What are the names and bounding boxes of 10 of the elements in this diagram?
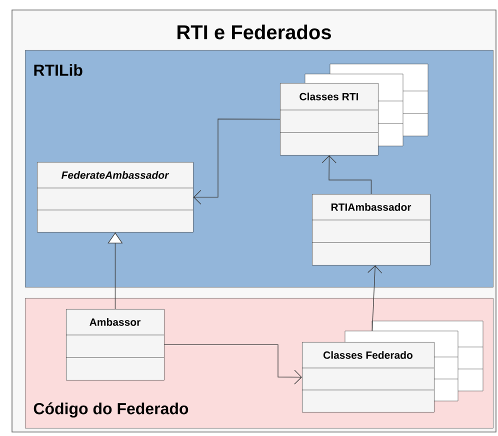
arrow [164, 344, 302, 384]
arrow [322, 155, 372, 194]
class-box: FederateAmbassador [36, 162, 194, 232]
class-box: Ambassor [66, 309, 164, 380]
class-box: Classes RTI [280, 64, 428, 156]
class-box: RTIAmbassador [312, 194, 430, 266]
arrow [368, 265, 382, 332]
title: RTI e Federados [178, 24, 331, 40]
class-box: Classes Federado [302, 320, 484, 412]
arrow [193, 118, 280, 205]
